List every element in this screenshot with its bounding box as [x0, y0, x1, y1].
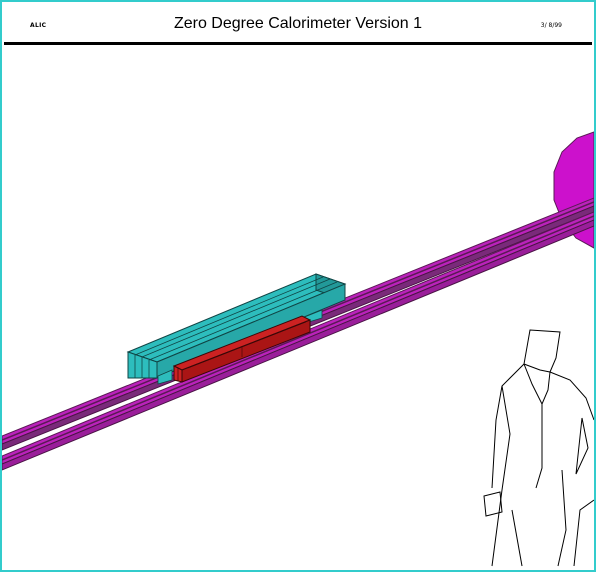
lower-beam-pipe — [2, 211, 594, 471]
page-title: Zero Degree Calorimeter Version 1 — [173, 15, 423, 32]
title-bar: ALIC Zero Degree Calorimeter Version 1 3… — [4, 4, 592, 45]
proton-calorimeter — [172, 315, 312, 383]
experiment-label: ALIC — [30, 22, 47, 29]
human-scale-figure — [483, 329, 594, 567]
detector-scene — [2, 131, 594, 567]
date-label: 3/ 8/99 — [540, 22, 562, 29]
